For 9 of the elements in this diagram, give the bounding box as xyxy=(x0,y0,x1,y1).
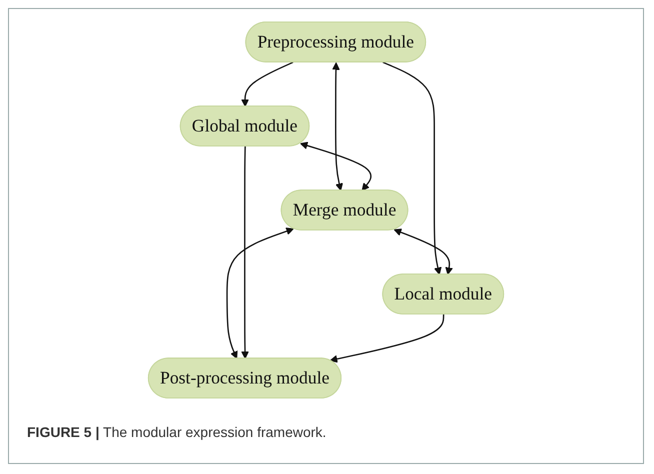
arrow xyxy=(394,228,453,275)
figure-caption: FIGURE 5 | The modular expression framework. xyxy=(27,424,326,440)
arrow xyxy=(330,314,444,363)
arrow xyxy=(241,146,249,359)
arrow xyxy=(382,62,442,275)
arrow xyxy=(241,62,294,107)
arrow xyxy=(332,62,343,191)
arrow xyxy=(300,142,372,191)
arrow xyxy=(226,228,294,359)
